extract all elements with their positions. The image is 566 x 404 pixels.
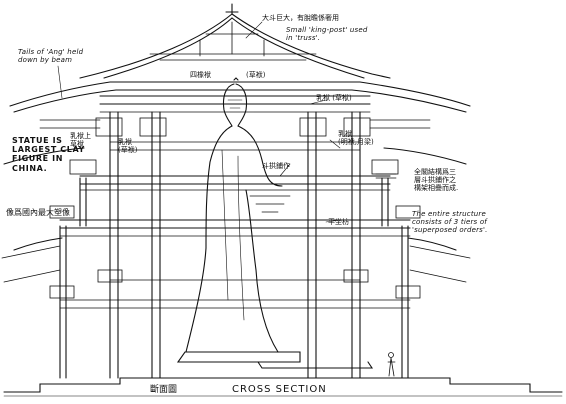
- upper-eaves: [9, 81, 471, 113]
- beam-label-left: 乳袱 (草袱): [118, 138, 138, 155]
- section-title: CROSS SECTION: [232, 384, 327, 395]
- beam-label-left-small: 乳袱上 草袱: [70, 132, 91, 149]
- upper-roof: [79, 3, 391, 79]
- bracket-sets: [39, 117, 431, 299]
- kingpost-chinese-label: 大斗巨大，有脫瞻係奢用: [262, 14, 339, 22]
- platform-beam-label: 平坐枋: [328, 218, 349, 226]
- statue-figure: [185, 77, 283, 353]
- tier-beams: [59, 141, 411, 309]
- structure-note: The entire structure consists of 3 tiers…: [412, 210, 488, 235]
- statue-chinese-note: 像爲國內最大塑像: [6, 208, 70, 217]
- beam-label-right: 乳袱 (草袱): [316, 94, 352, 102]
- structure-chinese-note: 全閣結構爲三 層斗拱鋪作之 構架相疊而成.: [414, 168, 459, 193]
- center-bracket-label: 斗拱鋪作: [262, 162, 290, 170]
- middle-eaves: [1, 147, 471, 283]
- beam-label-top-2: (草袱): [246, 71, 266, 79]
- section-chinese-title: 斷面圖: [150, 385, 178, 395]
- leader-lines: [57, 21, 341, 223]
- ground-line: [3, 377, 563, 393]
- beam-label-middle: 乳袱 (明袱,月梁): [338, 130, 374, 147]
- statue-pedestal: [176, 351, 374, 369]
- beam-label-top: 四橡袱: [190, 71, 211, 79]
- columns: [59, 111, 409, 379]
- statue-note: STATUE IS LARGEST CLAY FIGURE IN CHINA.: [12, 136, 85, 173]
- kingpost-note: Small 'king-post' used in 'truss'.: [286, 26, 368, 43]
- human-figure: [387, 352, 396, 377]
- ang-tails-note: Tails of 'Ang' held down by beam: [18, 48, 84, 65]
